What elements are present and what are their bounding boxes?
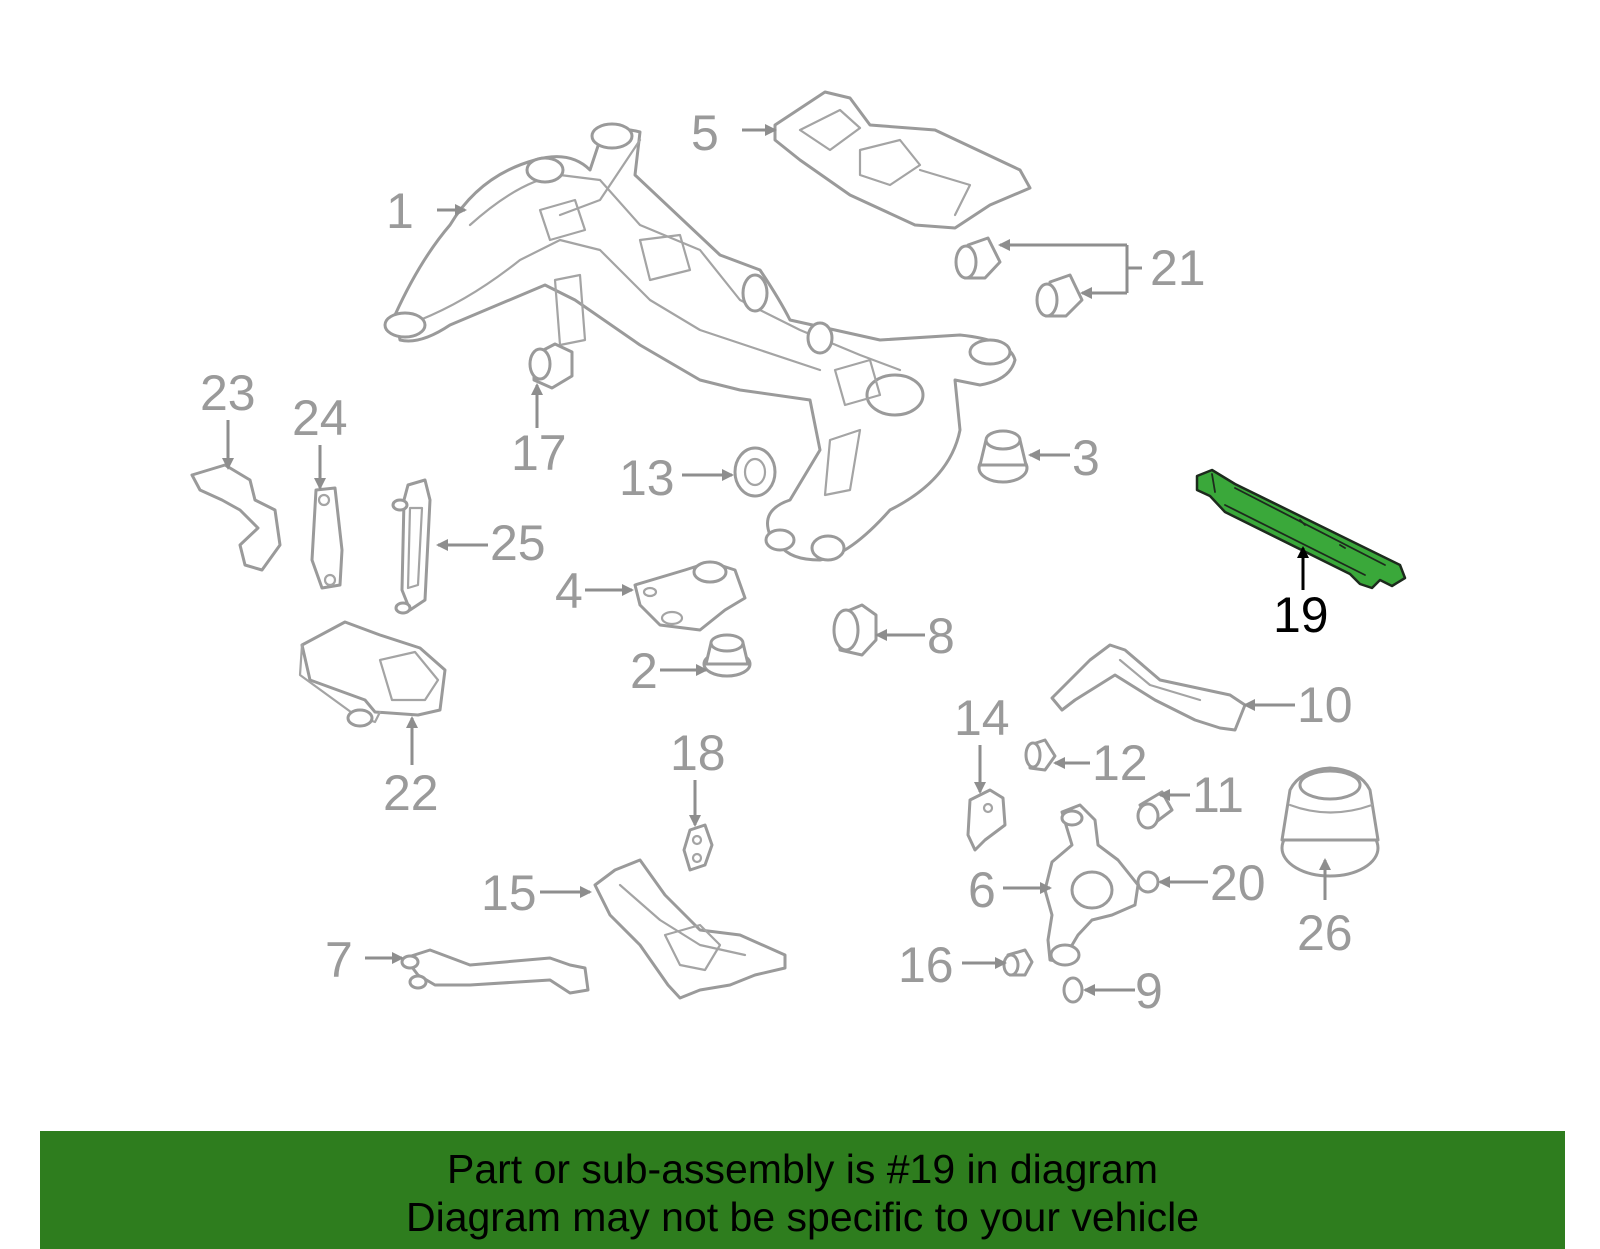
callout-15: 15 <box>481 865 537 921</box>
callout-11: 11 <box>1192 767 1244 823</box>
part-11-bushing <box>1136 790 1174 830</box>
footer-line-2: Diagram may not be specific to your vehi… <box>405 1194 1199 1240</box>
callout-22: 22 <box>383 765 439 821</box>
callout-8: 8 <box>927 608 955 664</box>
part-9-bushing <box>1062 976 1084 1004</box>
callout-14: 14 <box>954 690 1010 746</box>
part-24-plate <box>310 486 344 590</box>
callout-7: 7 <box>325 932 353 988</box>
callout-19: 19 <box>1273 587 1329 643</box>
part-13-bushing <box>733 446 777 498</box>
part-19-arm-highlighted <box>1195 468 1407 590</box>
part-25-link <box>391 478 432 615</box>
footer-banner: Part or sub-assembly is #19 in diagram D… <box>40 1131 1565 1249</box>
part-6-knuckle <box>1043 803 1140 967</box>
callout-25: 25 <box>490 515 546 571</box>
part-5-plate <box>773 90 1032 230</box>
part-20-bushing <box>1136 870 1160 894</box>
callout-23: 23 <box>200 365 256 421</box>
callout-13: 13 <box>619 450 675 506</box>
part-21-bushings <box>954 236 1084 318</box>
callout-2: 2 <box>630 643 658 699</box>
callout-labels: 1 5 21 17 3 13 19 23 24 25 4 2 8 22 10 1… <box>200 105 1353 1019</box>
part-8-bushing <box>832 603 878 657</box>
part-18-link <box>682 823 714 872</box>
callout-26: 26 <box>1297 905 1353 961</box>
part-10-arm <box>1050 643 1247 732</box>
callout-5: 5 <box>691 105 719 161</box>
callout-12: 12 <box>1092 735 1148 791</box>
part-16-bushing <box>1002 948 1034 977</box>
leader-lines <box>222 124 1331 996</box>
part-7-link <box>400 948 590 995</box>
callout-9: 9 <box>1135 963 1163 1019</box>
callout-21: 21 <box>1150 240 1206 296</box>
part-15-arm <box>593 858 787 1000</box>
part-22-module <box>298 620 447 728</box>
callout-24: 24 <box>292 390 348 446</box>
footer-line-1: Part or sub-assembly is #19 in diagram <box>447 1146 1158 1192</box>
part-12-bushing <box>1024 738 1057 772</box>
callout-6: 6 <box>968 862 996 918</box>
part-23-bracket <box>190 463 282 572</box>
part-3-mount <box>977 429 1029 484</box>
callout-3: 3 <box>1072 430 1100 486</box>
callout-10: 10 <box>1297 677 1353 733</box>
part-14-bracket <box>966 788 1007 852</box>
callout-4: 4 <box>555 563 583 619</box>
part-26-mount <box>1280 766 1380 878</box>
part-17-bushing <box>528 342 574 390</box>
callout-16: 16 <box>898 937 954 993</box>
part-2-bushing <box>702 633 752 678</box>
part-4-bracket <box>633 560 747 632</box>
callout-17: 17 <box>511 425 567 481</box>
callout-20: 20 <box>1210 855 1266 911</box>
part-1-subframe <box>383 122 1017 562</box>
callout-1: 1 <box>386 183 414 239</box>
callout-18: 18 <box>670 725 726 781</box>
